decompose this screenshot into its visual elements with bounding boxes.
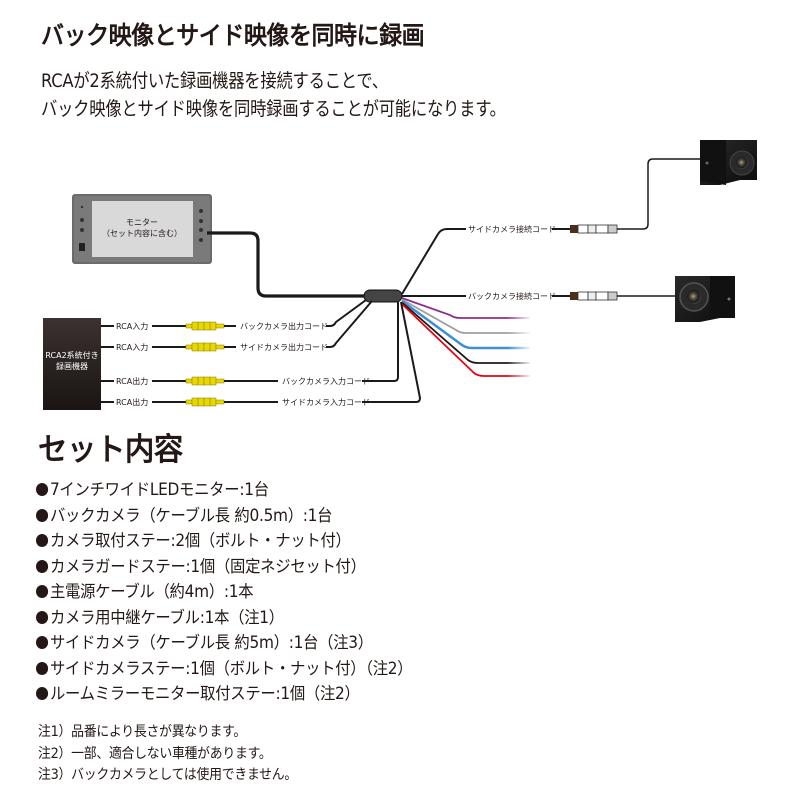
side-camera-connect-label: サイドカメラ接続コード [468,224,556,234]
note-item: 注2）一部、適合しない車種があります。 [38,745,272,762]
rca-plug [185,342,225,352]
set-item: カメラ取付ステー:2個（ボルト・ナット付） [36,528,412,554]
set-item-text: カメラガードステー:1個（固定ネジセット付） [49,556,366,576]
power-wires [401,297,532,382]
rca-port-label: RCA出力 [116,376,148,386]
rca-row: RCA出力 サイドカメラ入力コード [101,397,370,407]
bullet-icon [36,661,49,675]
set-item-text: サイドカメラ（ケーブル長 約5m）:1台（注3） [49,633,373,652]
rca-plug [185,397,225,407]
notes-list: 注1）品番により長さが異なります。注2）一部、適合しない車種があります。注3）バ… [38,722,320,787]
monitor: モニター （セット内容に含む） [72,194,212,264]
set-item-text: カメラ取付ステー:2個（ボルト・ナット付） [49,531,351,550]
set-item-text: カメラ用中継ケーブル:1本（注1） [49,607,284,627]
side-camera [700,140,757,185]
set-item: カメラガードステー:1個（固定ネジセット付） [36,554,412,580]
side-in-cord-line [362,301,422,403]
set-item: 7インチワイドLEDモニター:1台 [36,477,412,503]
back-camera-connect-label: バックカメラ接続コード [468,291,556,301]
rca-row: RCA入力 バックカメラ出力コード [101,321,328,331]
cord-label-back-in: バックカメラ入力コード [282,376,370,386]
wiring-diagram: モニター （セット内容に含む） バックカメラ接続コード サイドカメラ接続コード [43,140,757,410]
cord-label-side-in: サイドカメラ入力コード [282,397,370,407]
bullet-icon [36,559,49,573]
recorder-label-2: 録画機器 [56,361,88,371]
cord-label-back-out: バックカメラ出力コード [240,321,328,331]
set-item-text: 7インチワイドLEDモニター:1台 [49,480,269,499]
monitor-cable [207,231,366,298]
bullet-icon [36,610,49,624]
power-wire [401,298,530,334]
bullet-icon [36,585,49,598]
back-camera [675,276,735,322]
cable-junction [363,289,403,303]
rca-row: RCA出力 バックカメラ入力コード [101,376,370,386]
wire-fade [470,310,532,382]
side-out-cord-line [326,300,373,348]
page-title: バック映像とサイド映像を同時に録画 [41,21,425,50]
bullet-icon [36,483,49,496]
set-contents-title: セット内容 [38,432,183,468]
set-item-text: ルームミラーモニター取付ステー:1個（注2） [49,684,360,703]
note-item: 注3）バックカメラとしては使用できません。 [38,767,297,783]
side-camera-cable [617,158,700,230]
set-item: サイドカメラ（ケーブル長 約5m）:1台（注3） [36,630,412,656]
set-item-text: バックカメラ（ケーブル長 約0.5m）:1台 [49,505,333,525]
set-contents-list: 7インチワイドLEDモニター:1台バックカメラ（ケーブル長 約0.5m）:1台カ… [36,477,441,707]
set-item: カメラ用中継ケーブル:1本（注1） [36,605,412,631]
rca-port-label: RCA出力 [116,397,148,407]
rca-port-label: RCA入力 [116,342,148,352]
lead-text-line-2: バック映像とサイド映像を同時録画することが可能になります。 [41,98,506,120]
back-in-cord-line [362,302,399,382]
set-item: ルームミラーモニター取付ステー:1個（注2） [36,681,412,707]
side-connect-line-1 [401,228,466,295]
bullet-icon [36,687,49,700]
bullet-icon [36,508,49,522]
power-wire [401,297,530,319]
bullet-icon [36,636,49,649]
back-out-cord-line [326,299,367,327]
set-item-text: 主電源ケーブル（約4m）:1本 [49,582,254,601]
bullet-icon [36,534,49,547]
rca-plug [185,376,225,386]
side-camera-connector [570,224,618,234]
note-item: 注1）品番により長さが異なります。 [38,724,247,740]
rca-port-label: RCA入力 [116,321,148,331]
rca-plug [185,321,225,331]
set-item-text: サイドカメラステー:1個（ボルト・ナット付）（注2） [49,658,413,678]
set-item: 主電源ケーブル（約4m）:1本 [36,579,412,605]
monitor-label-2: （セット内容に含む） [102,228,182,238]
rca-row: RCA入力 サイドカメラ出力コード [101,342,328,352]
set-item: バックカメラ（ケーブル長 約0.5m）:1台 [36,503,412,529]
recorder-label-1: RCA2系統付き [45,350,98,360]
set-item: サイドカメラステー:1個（ボルト・ナット付）（注2） [36,656,413,682]
cord-label-side-out: サイドカメラ出力コード [240,342,328,352]
back-camera-connector [570,291,618,301]
monitor-label-1: モニター [126,218,158,227]
lead-text-line-1: RCAが2系統付いた録画機器を接続することで、 [41,70,388,92]
recorder-box [43,318,101,410]
